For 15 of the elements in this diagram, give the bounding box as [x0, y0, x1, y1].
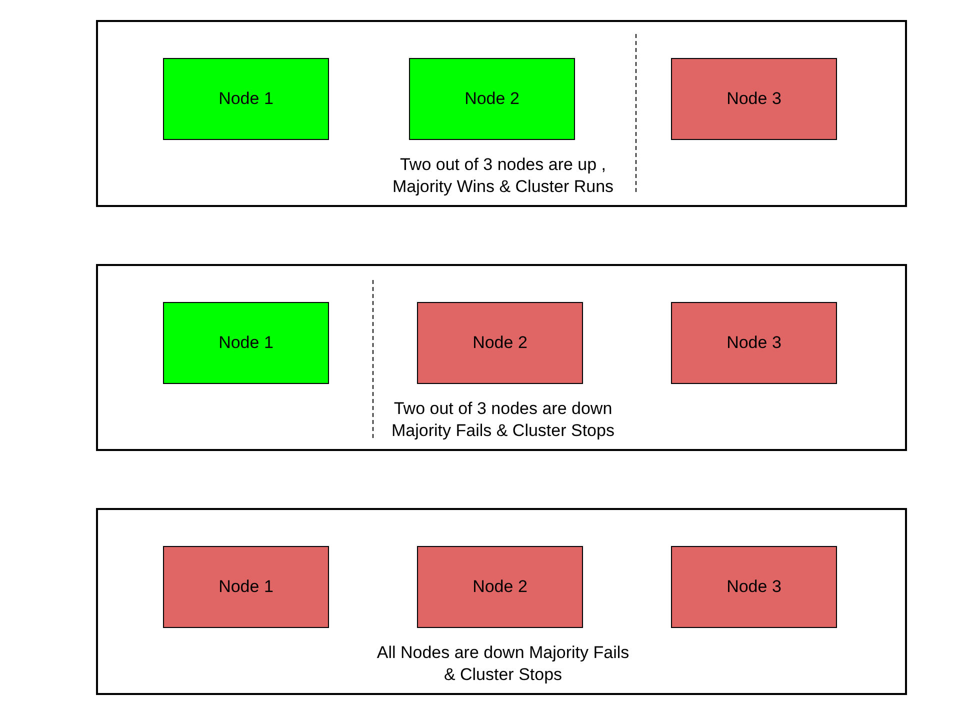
server-box: Node 1 — [163, 302, 329, 384]
status-text: Two out of 3 nodes are up , Majority Wins & Cluster Runs — [391, 154, 615, 198]
server-box: Node 3 — [671, 302, 837, 384]
scenario-panel — [96, 508, 907, 695]
server-box: Node 3 — [671, 546, 837, 628]
server-box: Node 3 — [671, 58, 837, 140]
server-box: Node 2 — [417, 546, 583, 628]
status-text: All Nodes are down Majority Fails & Cluster Stops — [376, 642, 630, 686]
server-box: Node 1 — [163, 58, 329, 140]
status-text: Two out of 3 nodes are down Majority Fails & Cluster Stops — [390, 398, 616, 442]
server-box: Node 2 — [409, 58, 575, 140]
server-box: Node 1 — [163, 546, 329, 628]
scenario-panel — [96, 20, 907, 207]
server-box: Node 2 — [417, 302, 583, 384]
scenario-panel — [96, 264, 907, 451]
